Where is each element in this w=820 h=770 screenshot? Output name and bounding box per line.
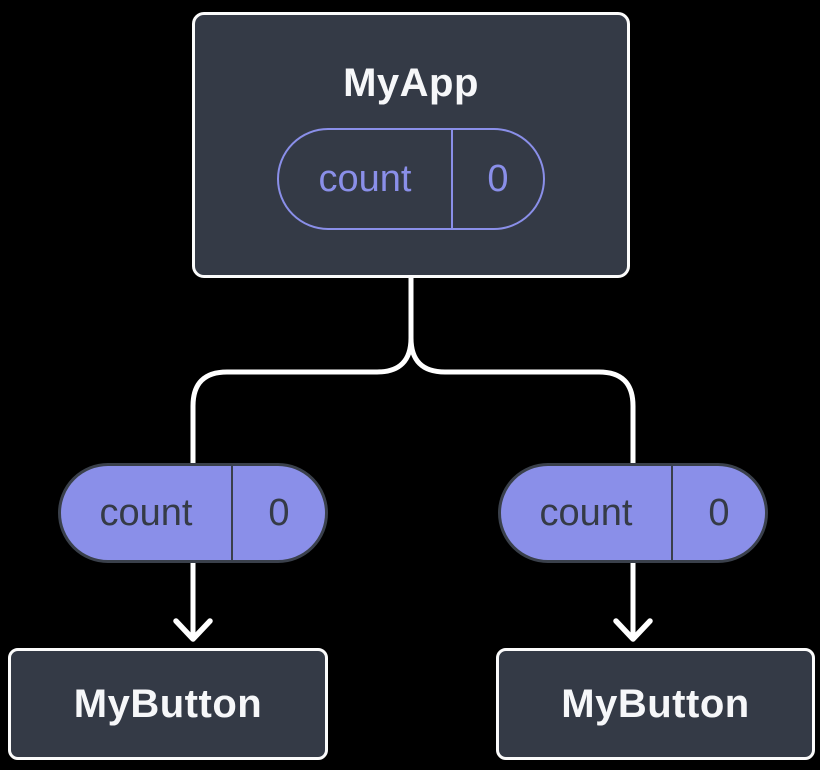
component-node-mybutton-right: MyButton <box>496 648 815 760</box>
prop-pill-value: 0 <box>268 492 290 534</box>
tree-connector-left <box>190 269 414 473</box>
component-title: MyApp <box>343 61 479 105</box>
state-pill: count 0 <box>277 128 545 230</box>
prop-pill-value: 0 <box>708 492 730 534</box>
pill-divider <box>671 466 673 560</box>
arrow-down-icon <box>613 618 653 642</box>
prop-pill-name: count <box>99 492 193 534</box>
tree-connector-right <box>408 269 636 473</box>
prop-pill-name: count <box>539 492 633 534</box>
state-pill-name: count <box>318 158 412 200</box>
component-node-mybutton-left: MyButton <box>8 648 328 760</box>
component-title: MyButton <box>561 681 750 726</box>
prop-pill-right: count 0 <box>498 463 768 563</box>
component-node-myapp: MyApp count 0 <box>192 12 630 278</box>
arrow-down-icon <box>173 618 213 642</box>
pill-divider <box>231 466 233 560</box>
pill-divider <box>451 130 453 228</box>
prop-pill-left: count 0 <box>58 463 328 563</box>
component-title: MyButton <box>73 681 263 726</box>
state-pill-value: 0 <box>487 158 509 200</box>
